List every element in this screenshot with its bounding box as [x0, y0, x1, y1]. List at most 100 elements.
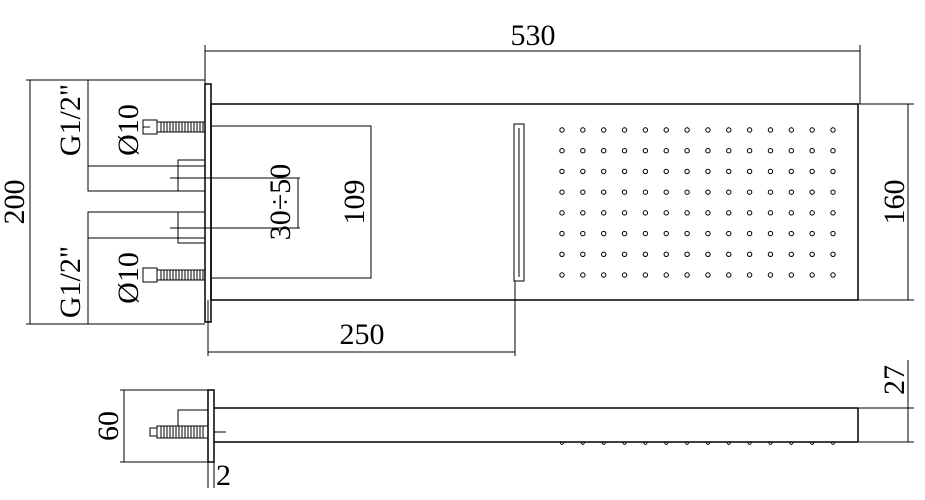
- nozzle: [642, 168, 649, 175]
- nozzle: [621, 272, 628, 278]
- dim-arm-length: 250: [340, 318, 385, 351]
- nozzle: [559, 230, 565, 237]
- nozzle: [705, 272, 711, 278]
- nozzle: [580, 189, 586, 195]
- side-nozzle: [559, 441, 565, 445]
- nozzle: [788, 127, 795, 133]
- nozzle: [642, 148, 649, 154]
- nozzle: [809, 127, 815, 133]
- nozzle: [809, 168, 815, 175]
- side-nozzle: [642, 441, 648, 445]
- dim-overall-height: 200: [0, 180, 31, 225]
- nozzle-grid: [559, 127, 836, 278]
- side-nozzle: [684, 441, 690, 445]
- dim-head-height: 160: [878, 180, 911, 225]
- nozzle: [642, 272, 649, 278]
- inlet-pipe-bottom: [87, 211, 215, 244]
- side-nozzle: [747, 441, 753, 445]
- nozzle: [746, 127, 753, 133]
- nozzle: [705, 251, 711, 257]
- nozzle: [746, 272, 753, 278]
- nozzle: [621, 127, 628, 133]
- side-nozzle: [809, 441, 815, 445]
- nozzle: [559, 168, 565, 175]
- nozzle: [830, 230, 836, 237]
- nozzle: [809, 230, 815, 237]
- shower-head-body: [210, 103, 859, 301]
- side-nozzle: [663, 441, 669, 445]
- nozzle: [600, 127, 607, 133]
- nozzle: [788, 230, 795, 237]
- side-nozzle: [767, 441, 773, 445]
- side-nozzle: [726, 441, 732, 445]
- nozzle: [809, 189, 815, 195]
- nozzle: [642, 210, 649, 216]
- nozzle: [830, 189, 836, 195]
- nozzle: [684, 127, 690, 133]
- nozzle: [600, 189, 607, 195]
- nozzle: [642, 251, 649, 257]
- nozzle: [642, 127, 649, 133]
- nozzle: [621, 189, 628, 195]
- nozzle: [788, 189, 795, 195]
- threaded-connector-top: [142, 119, 206, 135]
- dim-overall-length: 530: [511, 19, 556, 52]
- nozzle: [726, 168, 732, 175]
- nozzle: [726, 189, 732, 195]
- inlet-pipe-top: [87, 159, 215, 192]
- nozzle: [726, 210, 732, 216]
- dim-head-thickness: 27: [878, 365, 911, 395]
- nozzle: [621, 210, 628, 216]
- nozzle: [767, 168, 774, 175]
- nozzle: [705, 230, 711, 237]
- nozzle: [684, 210, 690, 216]
- nozzle: [600, 251, 607, 257]
- dim-spacing: 30÷50: [264, 164, 297, 240]
- nozzle: [830, 148, 836, 154]
- side-nozzle: [830, 441, 836, 445]
- side-view: [149, 389, 859, 463]
- nozzle: [663, 251, 669, 257]
- nozzle: [559, 127, 565, 133]
- nozzle: [663, 127, 669, 133]
- side-nozzle: [705, 441, 711, 445]
- nozzle: [746, 168, 753, 175]
- nozzle: [767, 272, 774, 278]
- dim-thread-bottom: G1/2": [54, 246, 87, 318]
- nozzle: [684, 148, 690, 154]
- nozzle: [663, 168, 669, 175]
- waterfall-slot: [513, 123, 525, 282]
- nozzle: [580, 251, 586, 257]
- dim-thread-top: G1/2": [54, 84, 87, 156]
- side-nozzle: [788, 441, 794, 445]
- nozzle: [809, 251, 815, 257]
- nozzle: [767, 251, 774, 257]
- nozzle: [600, 148, 607, 154]
- nozzle: [830, 272, 836, 278]
- nozzle: [684, 230, 690, 237]
- nozzle: [559, 251, 565, 257]
- nozzle: [621, 230, 628, 237]
- nozzle: [767, 148, 774, 154]
- nozzle: [580, 272, 586, 278]
- nozzle: [788, 251, 795, 257]
- nozzle: [559, 210, 565, 216]
- nozzle: [663, 189, 669, 195]
- nozzle: [726, 272, 732, 278]
- nozzle: [788, 272, 795, 278]
- nozzle: [600, 168, 607, 175]
- nozzle: [705, 210, 711, 216]
- nozzle: [663, 210, 669, 216]
- nozzle: [580, 230, 586, 237]
- nozzle: [746, 148, 753, 154]
- nozzle: [830, 210, 836, 216]
- nozzle: [705, 189, 711, 195]
- nozzle: [830, 251, 836, 257]
- nozzle: [726, 148, 732, 154]
- nozzle: [705, 127, 711, 133]
- nozzle: [684, 189, 690, 195]
- nozzle: [726, 230, 732, 237]
- nozzle: [642, 230, 649, 237]
- nozzle: [621, 148, 628, 154]
- dim-plate-thickness: 2: [216, 459, 231, 492]
